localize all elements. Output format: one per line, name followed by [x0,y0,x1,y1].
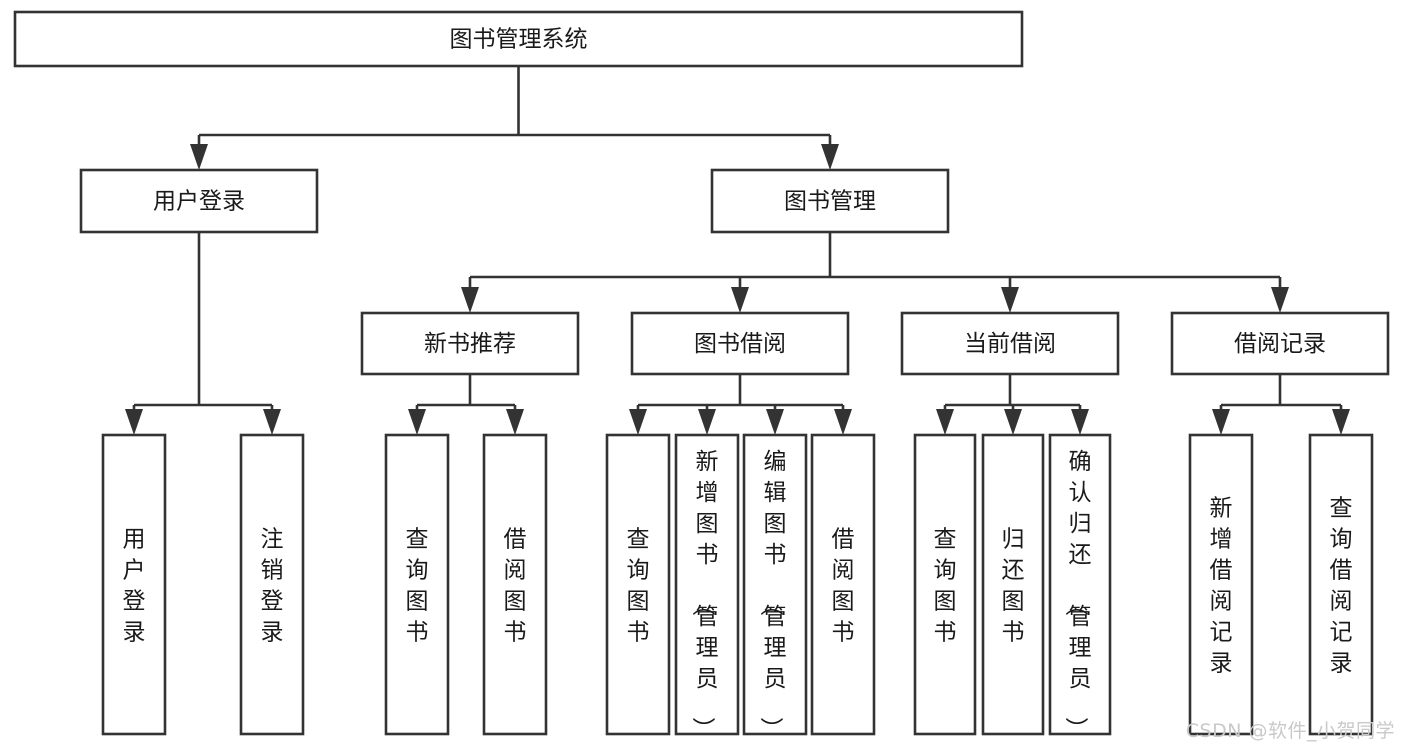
arrow-head-icon [125,409,143,435]
leaf-node-8-label: 查询图书 [934,527,957,646]
leaf-node-0-label: 用户登录 [123,527,146,646]
leaf-node-4-box [605,433,671,736]
leaf-node-5-label: 新增图书（管理员） [690,449,719,740]
arrow-head-icon [506,409,524,435]
leaf-node-7-label: 借阅图书 [832,527,855,646]
leaf-node-6-label: 编辑图书（管理员） [758,449,787,740]
level3-node-3[interactable]: 借阅记录 [1170,311,1390,376]
arrow-head-icon [766,409,784,435]
leaf-node-10[interactable]: 确认归还（管理员） [1048,433,1112,740]
leaf-node-5[interactable]: 新增图书（管理员） [674,433,740,740]
leaf-node-0[interactable]: 用户登录 [101,433,167,736]
arrow-head-icon [936,409,954,435]
leaf-node-10-box [1048,433,1112,736]
leaf-node-1-label: 注销登录 [261,527,284,646]
arrow-head-icon [1004,409,1022,435]
leaf-node-11-box [1188,433,1254,736]
level3-node-0-box [360,311,580,376]
leaf-node-12-label: 查询借阅记录 [1330,496,1353,677]
arrow-head-icon [408,409,426,435]
arrow-head-icon [1332,409,1350,435]
leaf-node-5-box [674,433,740,736]
arrow-head-icon [1271,287,1289,313]
leaf-node-2-box [384,433,450,736]
leaf-node-1-box [239,433,305,736]
leaf-node-4-label: 查询图书 [627,527,650,646]
level2-node-0[interactable]: 用户登录 [79,168,319,234]
root-node-book-management-system-box [13,10,1024,68]
level3-node-1[interactable]: 图书借阅 [630,311,850,376]
leaf-node-2-label: 查询图书 [406,527,429,646]
level3-node-2[interactable]: 当前借阅 [900,311,1120,376]
arrow-head-icon [834,409,852,435]
level3-node-0-label: 新书推荐 [424,331,516,357]
leaf-node-10-label: 确认归还（管理员） [1063,449,1092,740]
leaf-node-9-box [981,433,1045,736]
arrow-head-icon [263,409,281,435]
leaf-node-2[interactable]: 查询图书 [384,433,450,736]
level3-node-1-box [630,311,850,376]
leaf-node-8[interactable]: 查询图书 [913,433,977,736]
leaf-node-9-label: 归还图书 [1002,527,1025,646]
leaf-node-12-box [1308,433,1374,736]
arrow-head-icon [731,287,749,313]
leaf-node-11[interactable]: 新增借阅记录 [1188,433,1254,736]
arrow-head-icon [190,144,208,170]
arrow-head-icon [1212,409,1230,435]
leaf-node-3-box [482,433,548,736]
leaf-node-9[interactable]: 归还图书 [981,433,1045,736]
csdn-watermark: CSDN @软件_小贺同学 [1185,720,1395,742]
arrow-head-icon [1001,287,1019,313]
level3-node-3-label: 借阅记录 [1234,331,1326,357]
level2-node-1[interactable]: 图书管理 [710,168,950,234]
leaf-node-7[interactable]: 借阅图书 [810,433,876,736]
level3-node-2-box [900,311,1120,376]
leaf-node-7-box [810,433,876,736]
level2-node-0-label: 用户登录 [153,189,245,215]
leaf-node-3[interactable]: 借阅图书 [482,433,548,736]
level3-node-1-label: 图书借阅 [694,331,786,357]
level3-node-2-label: 当前借阅 [964,331,1056,357]
leaf-node-1[interactable]: 注销登录 [239,433,305,736]
leaf-node-3-label: 借阅图书 [504,527,527,646]
level3-node-3-box [1170,311,1390,376]
leaf-node-0-box [101,433,167,736]
arrow-head-icon [629,409,647,435]
level3-node-0[interactable]: 新书推荐 [360,311,580,376]
arrow-head-icon [698,409,716,435]
leaf-node-6-box [742,433,808,736]
leaf-node-12[interactable]: 查询借阅记录 [1308,433,1374,736]
arrow-head-icon [821,144,839,170]
level2-node-1-label: 图书管理 [784,189,876,215]
connector-lines-group [125,66,1350,435]
leaf-node-11-label: 新增借阅记录 [1210,496,1233,677]
arrow-head-icon [1071,409,1089,435]
root-node-book-management-system[interactable]: 图书管理系统 [13,10,1024,68]
arrow-head-icon [461,287,479,313]
leaf-node-6[interactable]: 编辑图书（管理员） [742,433,808,740]
root-node-book-management-system-label: 图书管理系统 [450,27,588,53]
level2-node-0-box [79,168,319,234]
level2-node-1-box [710,168,950,234]
node-boxes-group: 图书管理系统用户登录图书管理新书推荐图书借阅当前借阅借阅记录用户登录注销登录查询… [13,10,1390,740]
leaf-node-8-box [913,433,977,736]
leaf-node-4[interactable]: 查询图书 [605,433,671,736]
